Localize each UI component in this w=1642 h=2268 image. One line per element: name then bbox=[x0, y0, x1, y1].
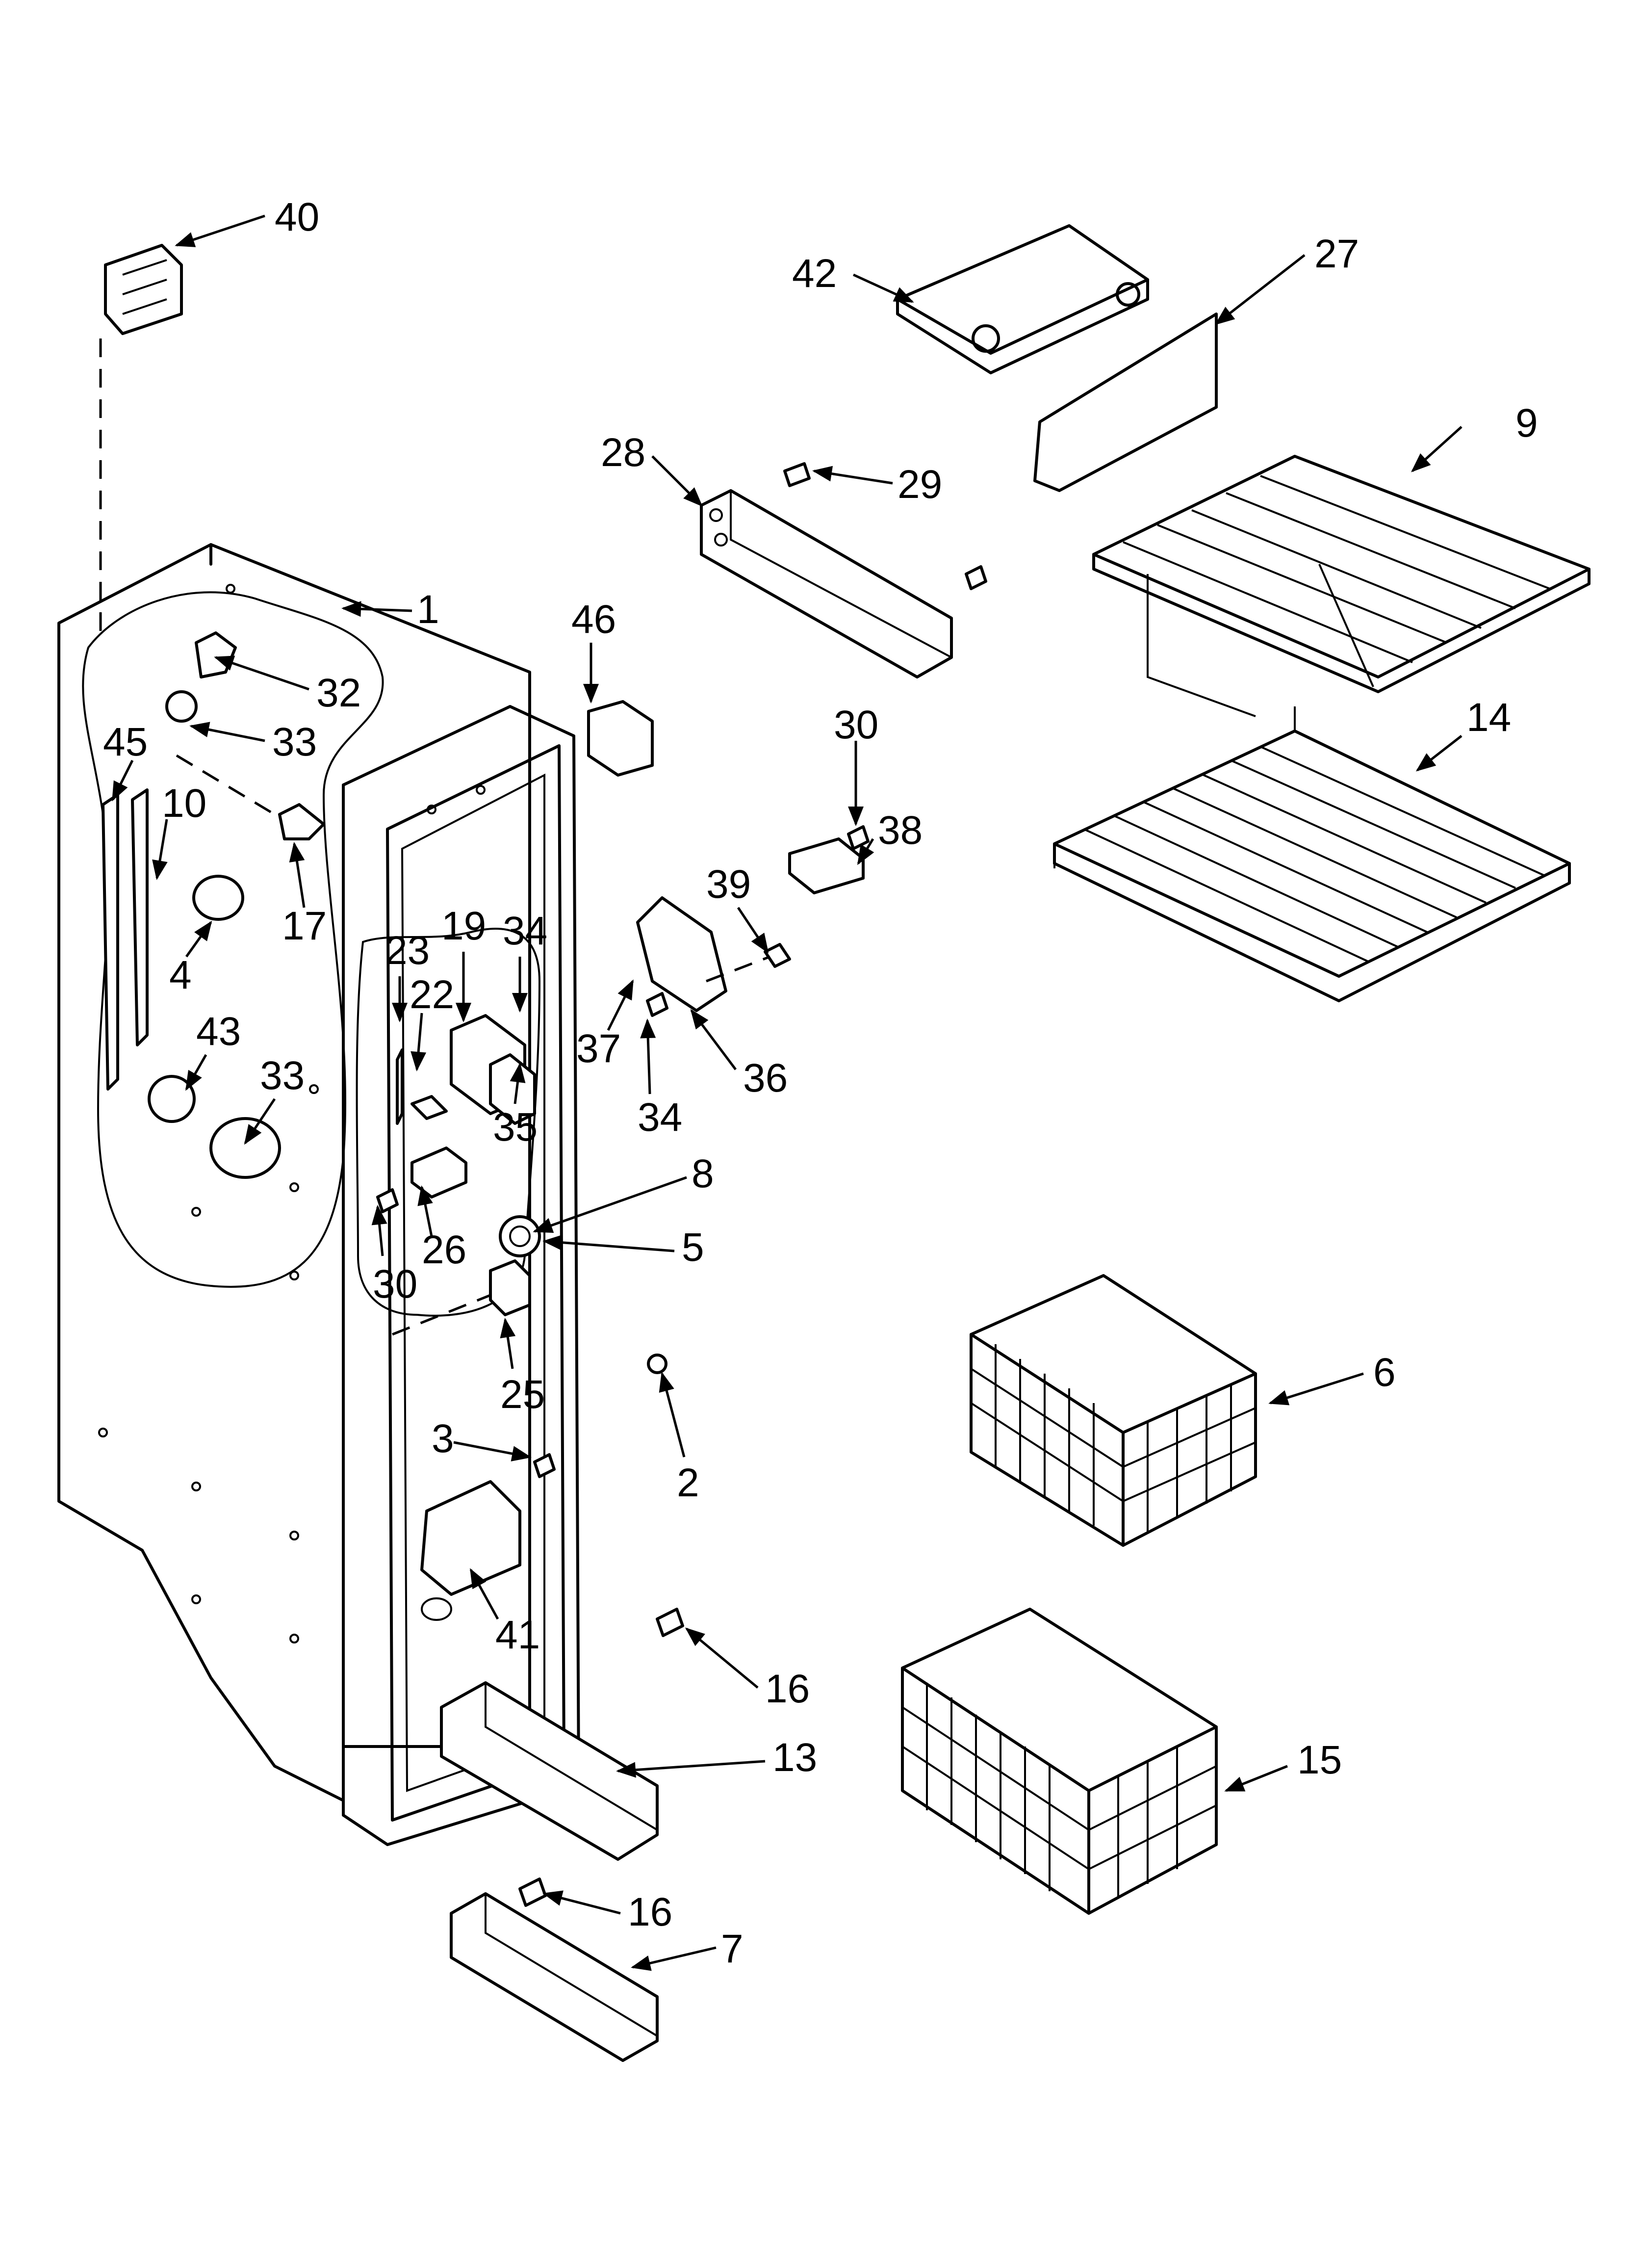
part-13-grille bbox=[440, 1681, 659, 1861]
callout-23: 23 bbox=[385, 928, 430, 973]
callout-6: 6 bbox=[1373, 1350, 1396, 1395]
part-7-grille bbox=[450, 1892, 659, 2062]
leader-arrow bbox=[289, 842, 306, 908]
callout-30: 30 bbox=[834, 703, 878, 747]
callout-8: 8 bbox=[692, 1151, 714, 1196]
callout-42: 42 bbox=[792, 251, 837, 296]
callout-32: 32 bbox=[316, 671, 361, 715]
leader-arrow bbox=[1224, 1765, 1288, 1792]
screws bbox=[376, 462, 987, 1907]
leader-arrow bbox=[631, 1946, 717, 1971]
leader-arrow bbox=[1415, 735, 1462, 772]
callout-1: 1 bbox=[417, 587, 439, 632]
leader-arrow bbox=[185, 1054, 207, 1091]
callout-46: 46 bbox=[571, 597, 616, 642]
callout-5: 5 bbox=[682, 1225, 704, 1270]
leader-arrow bbox=[651, 455, 703, 507]
leader-arrow bbox=[185, 920, 212, 958]
part-36-housing bbox=[636, 896, 791, 1012]
callout-34: 34 bbox=[638, 1095, 682, 1140]
callout-28: 28 bbox=[601, 430, 645, 475]
callout-45: 45 bbox=[103, 720, 148, 764]
callout-29: 29 bbox=[898, 462, 942, 507]
callout-10: 10 bbox=[162, 781, 206, 826]
leader-arrow bbox=[857, 838, 874, 865]
part-28-bracket bbox=[700, 489, 953, 678]
callout-43: 43 bbox=[196, 1009, 241, 1054]
leader-arrow bbox=[616, 1760, 766, 1778]
leader-arrow bbox=[542, 1234, 675, 1252]
part-6-basket bbox=[970, 1274, 1257, 1547]
callout-25: 25 bbox=[500, 1372, 545, 1417]
parts-center-interior bbox=[392, 1014, 541, 1621]
leader-arrow bbox=[175, 214, 265, 247]
leader-arrow bbox=[852, 273, 914, 303]
callout-36: 36 bbox=[743, 1056, 788, 1100]
parts-left-interior bbox=[102, 631, 325, 1179]
leader-arrow bbox=[1268, 1372, 1364, 1406]
part-42-hinge bbox=[896, 224, 1149, 374]
callout-17: 17 bbox=[282, 904, 327, 948]
part-14-wire-shelf bbox=[1053, 706, 1571, 1002]
part-40-cap bbox=[104, 244, 183, 335]
callout-41: 41 bbox=[495, 1613, 540, 1657]
callout-38: 38 bbox=[878, 808, 923, 853]
callout-14: 14 bbox=[1466, 695, 1511, 740]
leader-arrow bbox=[659, 1372, 686, 1458]
callout-33: 33 bbox=[272, 720, 317, 764]
callout-2: 2 bbox=[677, 1460, 699, 1505]
leader-arrow bbox=[1411, 426, 1462, 472]
leader-arrow bbox=[417, 1185, 433, 1237]
leader-arrow bbox=[244, 1098, 276, 1145]
callout-15: 15 bbox=[1297, 1738, 1342, 1782]
leader-arrow bbox=[500, 1318, 516, 1369]
part-9-shelf bbox=[1092, 455, 1591, 717]
callout-3: 3 bbox=[432, 1416, 454, 1461]
leader-arrow bbox=[453, 1441, 532, 1461]
leader-arrow bbox=[607, 979, 634, 1031]
callout-16: 16 bbox=[628, 1890, 672, 1934]
leader-arrow bbox=[410, 1013, 427, 1071]
part-27-panel bbox=[1033, 313, 1218, 492]
leader-arrow bbox=[542, 1890, 621, 1915]
leader-arrow bbox=[685, 1627, 759, 1689]
leader-arrow bbox=[152, 819, 168, 880]
callout-40: 40 bbox=[275, 195, 319, 239]
leader-arrow bbox=[690, 1009, 737, 1070]
callout-26: 26 bbox=[422, 1227, 466, 1272]
callout-labels: 40 42 27 1 28 29 9 46 32 33 45 10 17 30 … bbox=[103, 195, 1538, 1971]
callout-19: 19 bbox=[441, 904, 486, 948]
leader-arrow bbox=[371, 1205, 387, 1256]
leader-arrow bbox=[111, 759, 134, 802]
part-46-clip bbox=[587, 700, 654, 777]
leader-arrow bbox=[469, 1568, 499, 1620]
callout-13: 13 bbox=[772, 1735, 817, 1780]
leader-arrow bbox=[640, 1018, 656, 1095]
callout-7: 7 bbox=[721, 1927, 744, 1971]
leader-arrow bbox=[812, 466, 893, 485]
part-15-basket bbox=[901, 1608, 1218, 1915]
part-38-board bbox=[788, 837, 865, 894]
callout-4: 4 bbox=[169, 953, 192, 997]
leader-arrow bbox=[510, 1063, 526, 1104]
callout-34: 34 bbox=[503, 909, 547, 953]
callout-33: 33 bbox=[260, 1053, 305, 1098]
callout-37: 37 bbox=[576, 1026, 621, 1071]
leader-arrow bbox=[214, 655, 309, 691]
callout-39: 39 bbox=[706, 862, 751, 907]
leader-lines bbox=[111, 214, 1462, 1971]
callout-22: 22 bbox=[410, 972, 454, 1017]
callout-9: 9 bbox=[1515, 401, 1538, 445]
callout-27: 27 bbox=[1314, 232, 1359, 276]
callout-16: 16 bbox=[765, 1667, 810, 1711]
leader-arrow bbox=[533, 1176, 687, 1233]
callout-30: 30 bbox=[373, 1262, 417, 1306]
callout-35: 35 bbox=[493, 1105, 538, 1149]
leader-arrow bbox=[189, 722, 265, 742]
leader-arrow bbox=[1214, 254, 1306, 325]
leader-arrow bbox=[341, 601, 412, 617]
leader-arrow bbox=[737, 907, 769, 954]
